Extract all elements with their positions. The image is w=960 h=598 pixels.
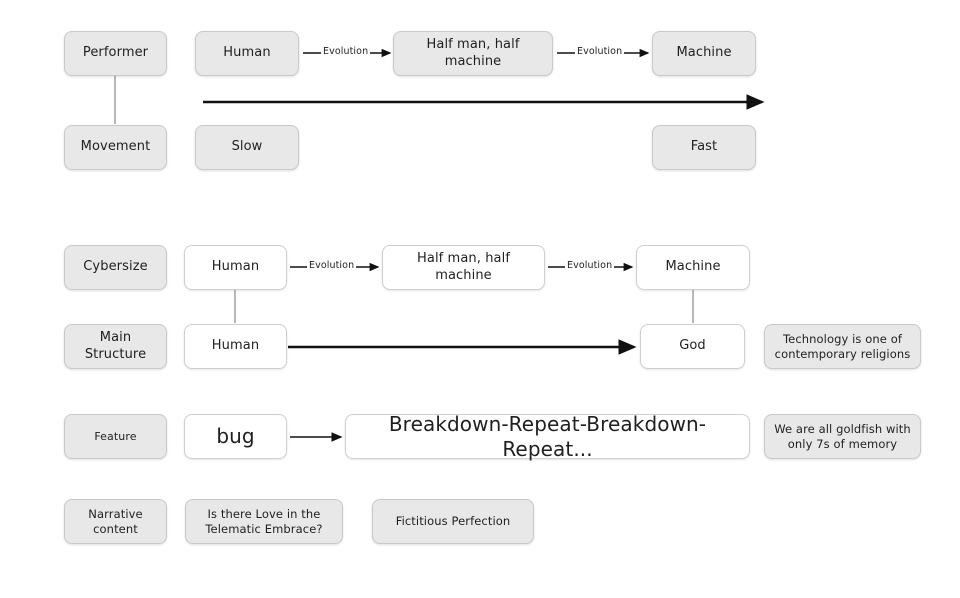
label-feature-text: Feature xyxy=(94,429,137,443)
node-half-man-half-machine-s1-text: Half man, half machine xyxy=(426,37,520,69)
node-human-s1[interactable]: Human xyxy=(195,31,299,76)
note-goldfish-memory[interactable]: We are all goldfish with only 7s of memo… xyxy=(764,414,921,459)
node-telematic-embrace-text: Is there Love in the Telematic Embrace? xyxy=(205,507,323,536)
node-slow-text: Slow xyxy=(231,139,263,155)
node-telematic-embrace[interactable]: Is there Love in the Telematic Embrace? xyxy=(185,499,343,544)
label-cybersize[interactable]: Cybersize xyxy=(64,245,167,290)
note-technology-religion[interactable]: Technology is one of contemporary religi… xyxy=(764,324,921,369)
label-narrative-content-text: Narrative content xyxy=(88,507,143,536)
edge-label-evolution-s1-b: Evolution xyxy=(575,46,625,57)
node-god[interactable]: God xyxy=(640,324,745,369)
node-human-main-structure-text: Human xyxy=(211,338,260,354)
node-machine-s2-text: Machine xyxy=(665,259,721,275)
label-movement[interactable]: Movement xyxy=(64,125,167,170)
node-fast-text: Fast xyxy=(690,139,718,155)
node-human-s1-text: Human xyxy=(223,45,271,61)
label-performer[interactable]: Performer xyxy=(64,31,167,76)
note-technology-religion-text: Technology is one of contemporary religi… xyxy=(774,332,911,361)
edge-label-evolution-s2-a: Evolution xyxy=(307,260,357,271)
node-bug[interactable]: bug xyxy=(184,414,287,459)
label-performer-text: Performer xyxy=(82,45,149,61)
node-human-main-structure[interactable]: Human xyxy=(184,324,287,369)
node-half-man-half-machine-s2-text: Half man, half machine xyxy=(417,251,510,283)
node-machine-s1-text: Machine xyxy=(676,45,732,61)
node-machine-s2[interactable]: Machine xyxy=(636,245,750,290)
node-bug-text: bug xyxy=(216,424,255,448)
label-main-structure[interactable]: Main Structure xyxy=(64,324,167,369)
label-movement-text: Movement xyxy=(80,139,151,155)
node-god-text: God xyxy=(679,338,706,354)
node-half-man-half-machine-s2[interactable]: Half man, half machine xyxy=(382,245,545,290)
node-slow[interactable]: Slow xyxy=(195,125,299,170)
label-main-structure-text: Main Structure xyxy=(84,330,147,362)
node-fast[interactable]: Fast xyxy=(652,125,756,170)
node-machine-s1[interactable]: Machine xyxy=(652,31,756,76)
node-fictitious-perfection-text: Fictitious Perfection xyxy=(395,514,511,529)
node-half-man-half-machine-s1[interactable]: Half man, half machine xyxy=(393,31,553,76)
node-human-s2[interactable]: Human xyxy=(184,245,287,290)
node-breakdown-repeat[interactable]: Breakdown-Repeat-Breakdown- Repeat... xyxy=(345,411,750,461)
label-cybersize-text: Cybersize xyxy=(83,259,148,275)
note-goldfish-memory-text: We are all goldfish with only 7s of memo… xyxy=(774,422,911,451)
node-breakdown-repeat-text: Breakdown-Repeat-Breakdown- Repeat... xyxy=(388,411,707,461)
label-feature[interactable]: Feature xyxy=(64,414,167,459)
edge-label-evolution-s1-a: Evolution xyxy=(321,46,371,57)
node-human-s2-text: Human xyxy=(211,259,260,275)
node-fictitious-perfection[interactable]: Fictitious Perfection xyxy=(372,499,534,544)
label-narrative-content[interactable]: Narrative content xyxy=(64,499,167,544)
edge-label-evolution-s2-b: Evolution xyxy=(565,260,615,271)
